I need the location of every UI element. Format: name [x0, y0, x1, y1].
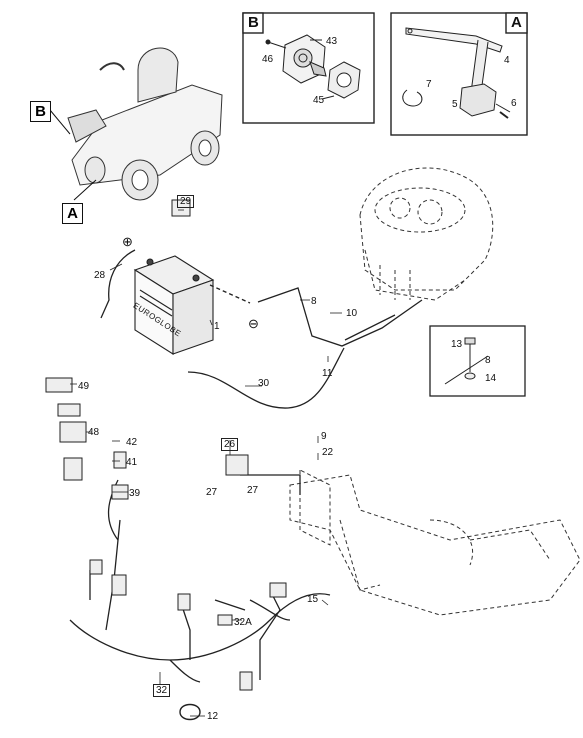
part-label-46: 46	[262, 54, 274, 65]
part-label-8: 8	[311, 296, 317, 307]
part-label-42: 42	[126, 437, 138, 448]
part-label-14: 14	[485, 373, 497, 384]
part-label-26: 26	[221, 438, 239, 451]
switch-parts-drawing	[45, 199, 287, 691]
part-label-1: 1	[214, 321, 220, 332]
part-label-39: 39	[129, 488, 141, 499]
part-label-6: 6	[511, 98, 517, 109]
leader-lines	[70, 209, 342, 717]
part-label-7: 7	[426, 79, 432, 90]
part-label-11: 11	[322, 368, 333, 379]
part-label-27-left: 27	[206, 487, 218, 498]
part-label-48: 48	[88, 427, 100, 438]
part-label-29: 29	[177, 195, 195, 208]
ground-bolt-drawing	[444, 337, 489, 385]
ignition-switch-drawing	[265, 34, 361, 100]
part-label-9: 9	[321, 431, 327, 442]
positive-terminal-icon: ⊕	[122, 234, 133, 249]
part-label-8-ground: 8	[485, 355, 491, 366]
negative-terminal-icon: ⊖	[248, 316, 259, 331]
chassis-outline	[289, 469, 581, 616]
part-label-15: 15	[307, 594, 319, 605]
part-label-49: 49	[78, 381, 90, 392]
part-label-43: 43	[326, 36, 338, 47]
part-label-28: 28	[94, 270, 106, 281]
inset-b-tag: B	[248, 14, 259, 31]
part-label-10: 10	[346, 308, 358, 319]
tractor-tag-b: B	[30, 101, 51, 122]
part-label-5: 5	[452, 99, 458, 110]
engine-outline	[359, 167, 494, 301]
part-label-32a: 32A	[234, 617, 252, 628]
part-label-27-right: 27	[247, 485, 259, 496]
part-label-41: 41	[126, 457, 138, 468]
inset-a-tag: A	[511, 14, 522, 31]
inset-ground-frame	[429, 325, 526, 397]
part-label-12: 12	[207, 711, 219, 722]
part-label-30: 30	[258, 378, 270, 389]
part-label-13: 13	[451, 339, 463, 350]
part-label-45: 45	[313, 95, 325, 106]
cable-tie-drawing	[179, 703, 201, 721]
part-label-32: 32	[153, 684, 171, 697]
tractor-tag-a: A	[62, 203, 83, 224]
seat-switch-bracket-drawing	[402, 27, 511, 119]
part-label-22: 22	[322, 447, 334, 458]
tractor-drawing	[49, 47, 223, 201]
part-label-4: 4	[504, 55, 510, 66]
battery-drawing	[133, 255, 215, 355]
